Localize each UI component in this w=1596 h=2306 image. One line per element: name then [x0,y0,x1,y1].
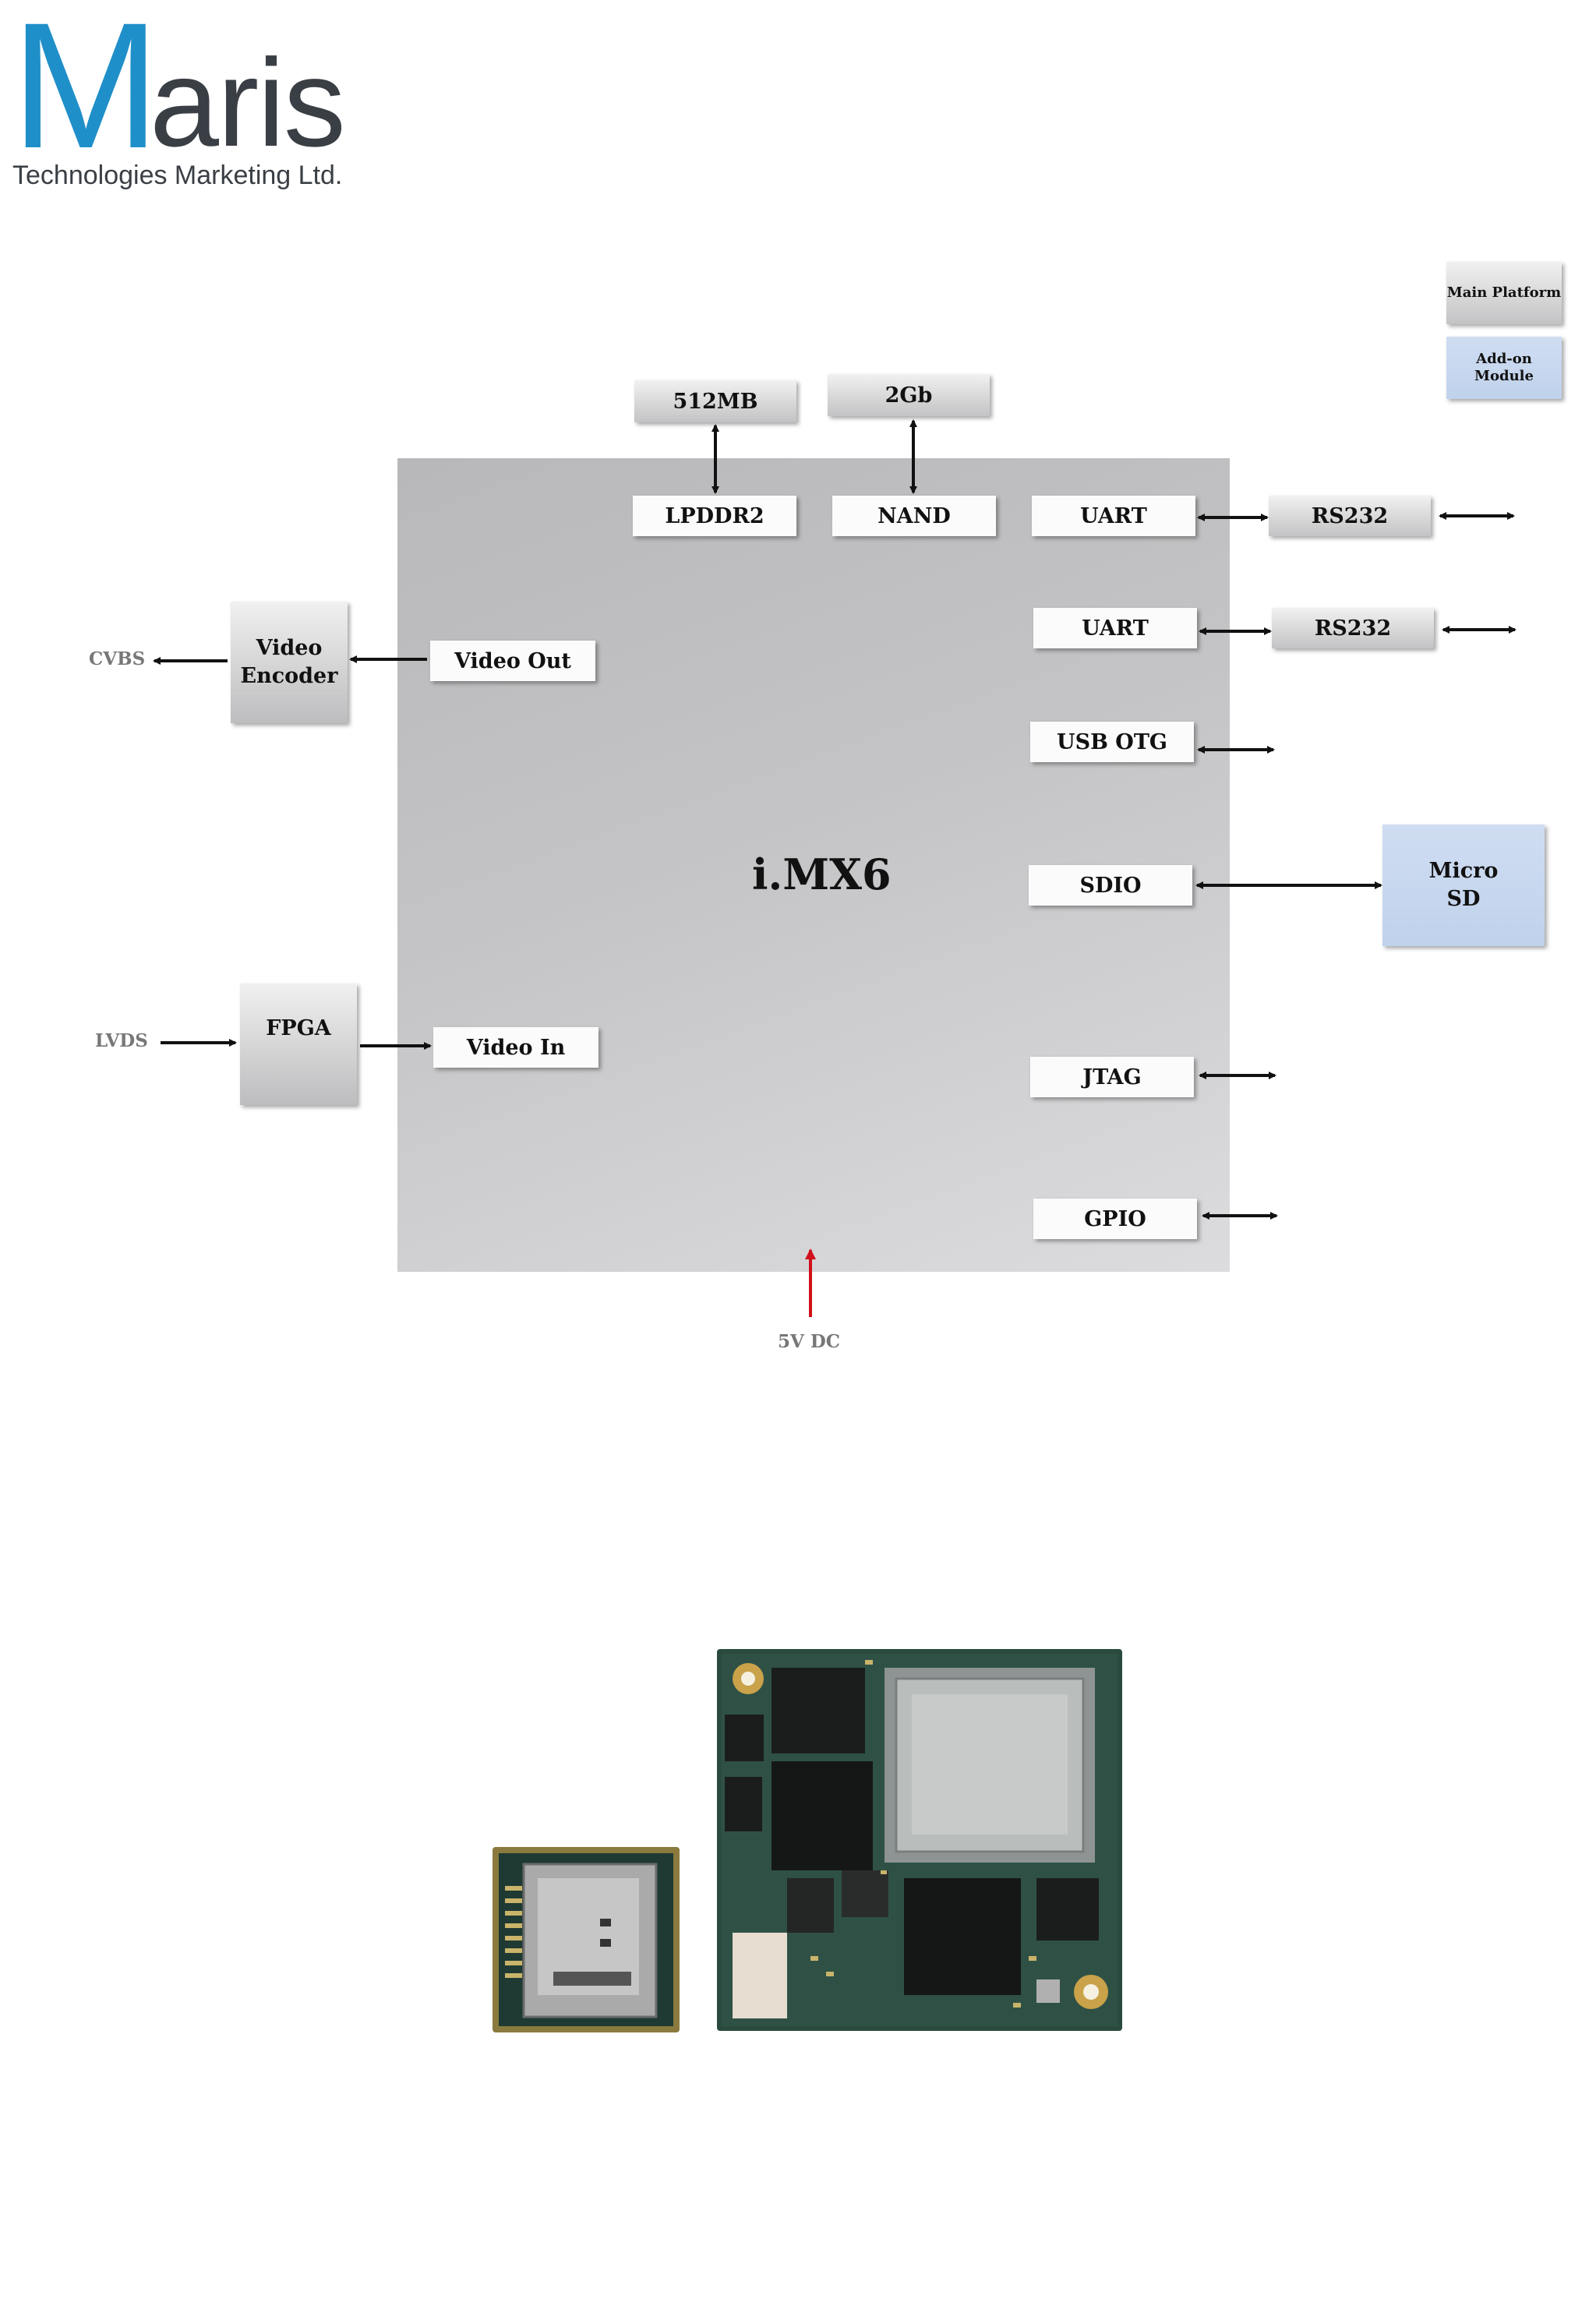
gpio-interface: GPIO [1033,1199,1197,1239]
lvds-label: LVDS [95,1030,148,1051]
lpddr2-interface: LPDDR2 [633,496,796,536]
uart-interface-1: UART [1032,496,1195,536]
jtag-interface: JTAG [1030,1057,1194,1097]
logo-name: aris [150,33,346,172]
sdio-interface: SDIO [1029,865,1192,906]
nand-interface: NAND [832,496,996,536]
uart-interface-2: UART [1033,608,1197,648]
cvbs-label: CVBS [89,648,146,669]
rs232-block-2: RS232 [1272,608,1434,648]
company-logo: M aris Technologies Marketing Ltd. [11,0,369,190]
micro-sd-block: Micro SD [1382,825,1545,946]
video-in-interface: Video In [433,1027,598,1068]
rs232-block-1: RS232 [1269,496,1431,536]
video-encoder-block: Video Encoder [231,602,348,723]
legend-main-platform: Main Platform [1446,262,1562,324]
flash-block: 2Gb [828,374,990,416]
som-main-board [717,1649,1122,2031]
usb-otg-interface: USB OTG [1030,722,1194,762]
product-photo [493,1649,1122,2032]
sd-addon-board [493,1847,680,2032]
ram-block: 512MB [634,380,796,422]
video-out-interface: Video Out [430,641,595,681]
legend-addon-module: Add-on Module [1446,337,1562,399]
logo-subtitle: Technologies Marketing Ltd. [12,161,343,190]
power-label: 5V DC [778,1331,841,1352]
logo-initial: M [11,0,161,185]
fpga-block: FPGA [240,983,357,1105]
chip-label: i.MX6 [752,849,892,899]
